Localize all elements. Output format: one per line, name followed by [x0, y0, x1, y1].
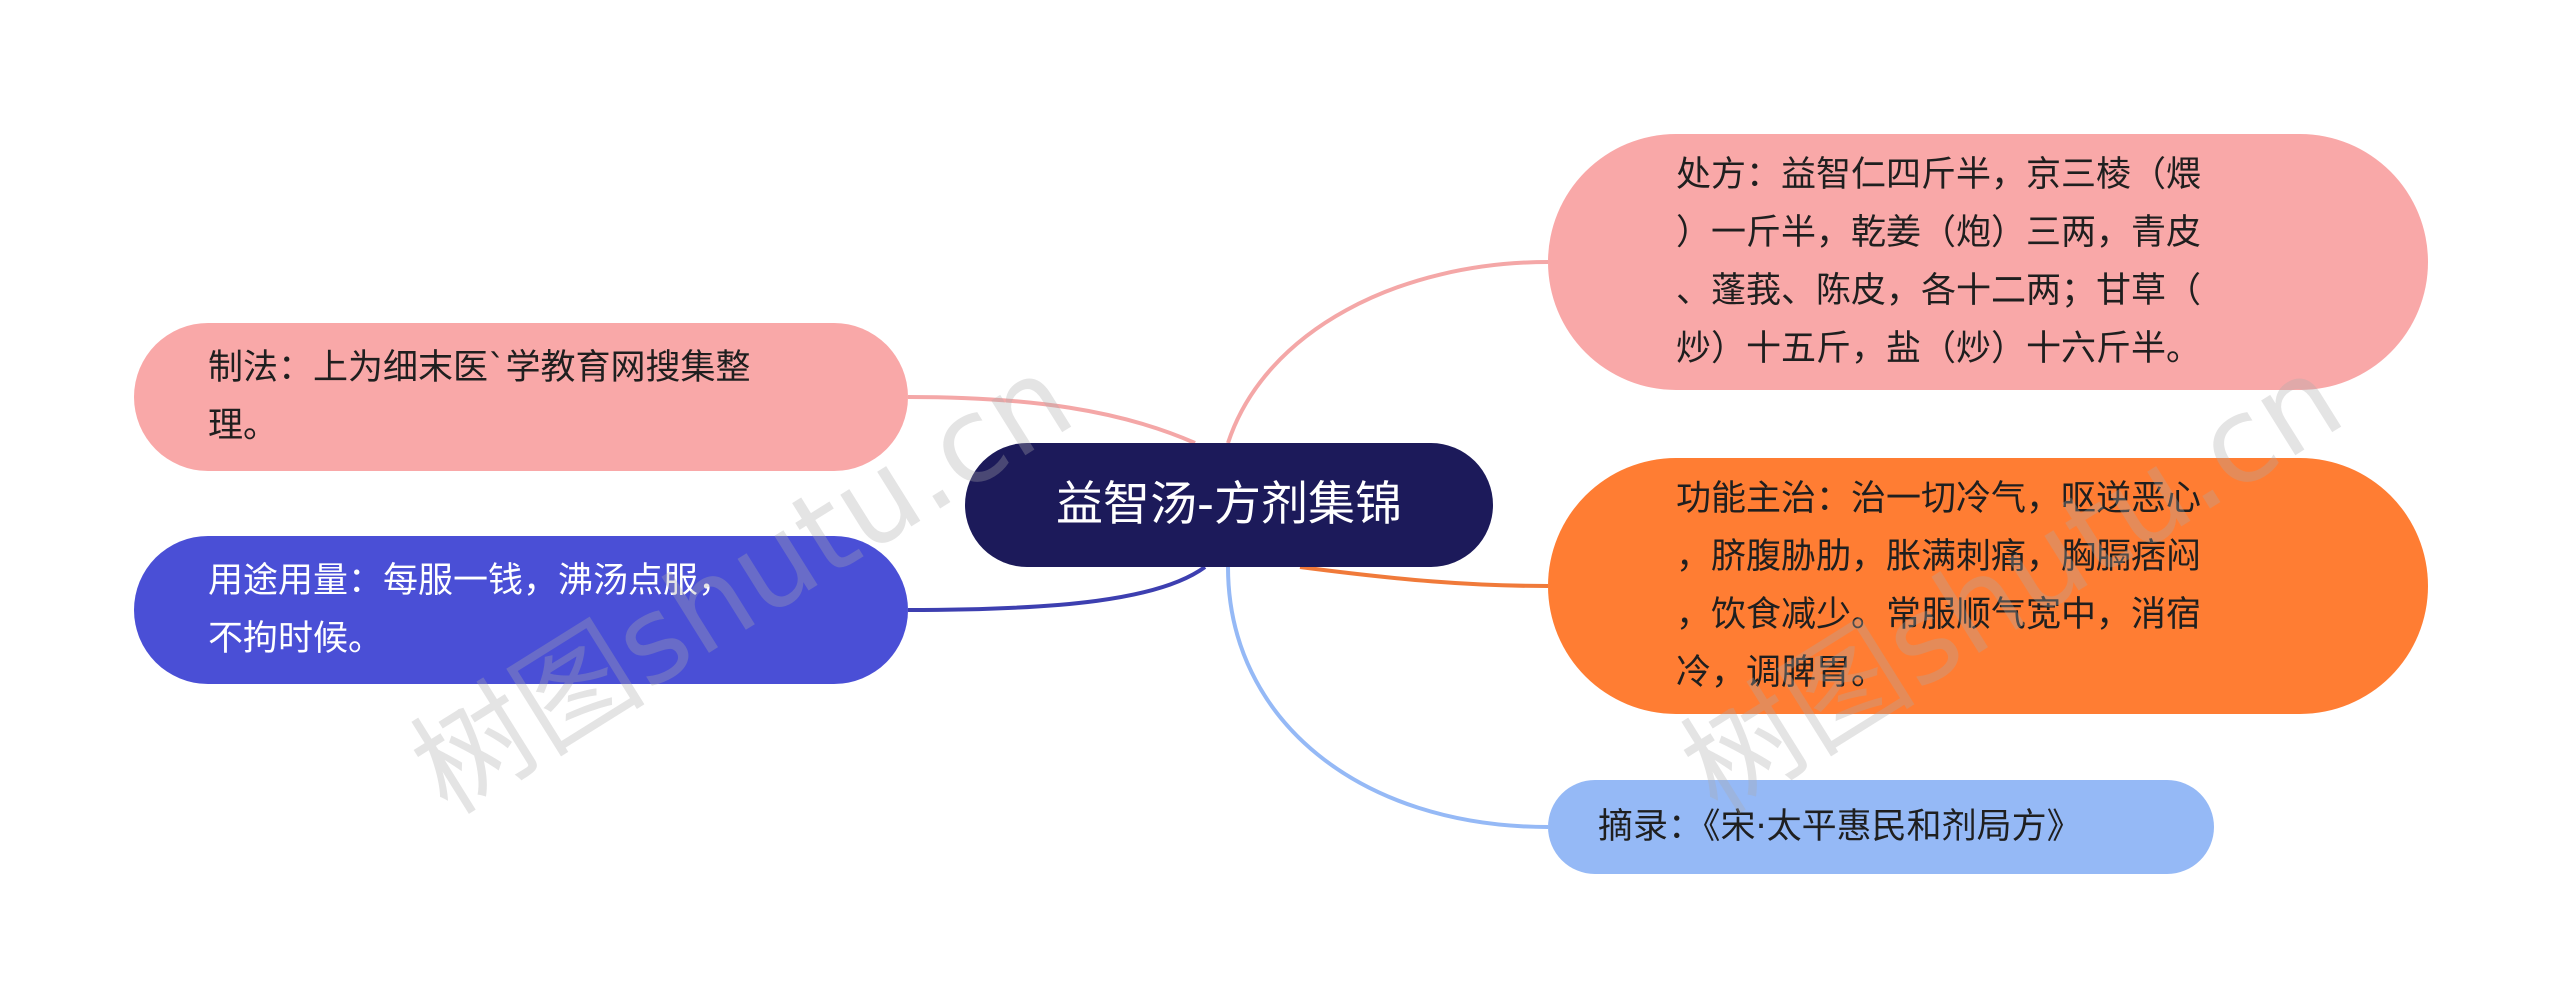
edge-source	[1226, 566, 1549, 829]
source-text: 摘录：《宋·太平惠民和剂局方》	[1598, 807, 2082, 847]
branch-preparation[interactable]: 制法：上为细末医`学教育网搜集整 理。	[134, 323, 908, 471]
branch-usage[interactable]: 用途用量：每服一钱，沸汤点服， 不拘时候。	[134, 536, 908, 684]
preparation-text: 制法：上为细末医`学教育网搜集整 理。	[208, 348, 751, 446]
edge-preparation	[907, 395, 1196, 445]
root-topic-label: 益智汤-方剂集锦	[1056, 477, 1402, 532]
usage-text: 用途用量：每服一钱，沸汤点服， 不拘时候。	[208, 561, 734, 659]
indications-text: 功能主治：治一切冷气，呕逆恶心 ，脐腹胁肋，胀满刺痛，胸膈痞闷 ，饮食减少。常服…	[1676, 479, 2202, 693]
edge-prescription	[1226, 260, 1549, 444]
branch-indications[interactable]: 功能主治：治一切冷气，呕逆恶心 ，脐腹胁肋，胀满刺痛，胸膈痞闷 ，饮食减少。常服…	[1548, 458, 2428, 714]
branch-prescription[interactable]: 处方：益智仁四斤半，京三棱（煨 ）一斤半，乾姜（炮）三两，青皮 、蓬莪、陈皮，各…	[1548, 134, 2428, 390]
branch-source[interactable]: 摘录：《宋·太平惠民和剂局方》	[1548, 780, 2214, 874]
edge-indications	[1299, 565, 1549, 588]
edge-usage	[907, 565, 1207, 612]
prescription-text: 处方：益智仁四斤半，京三棱（煨 ）一斤半，乾姜（炮）三两，青皮 、蓬莪、陈皮，各…	[1676, 155, 2202, 369]
root-topic[interactable]: 益智汤-方剂集锦	[965, 443, 1493, 567]
